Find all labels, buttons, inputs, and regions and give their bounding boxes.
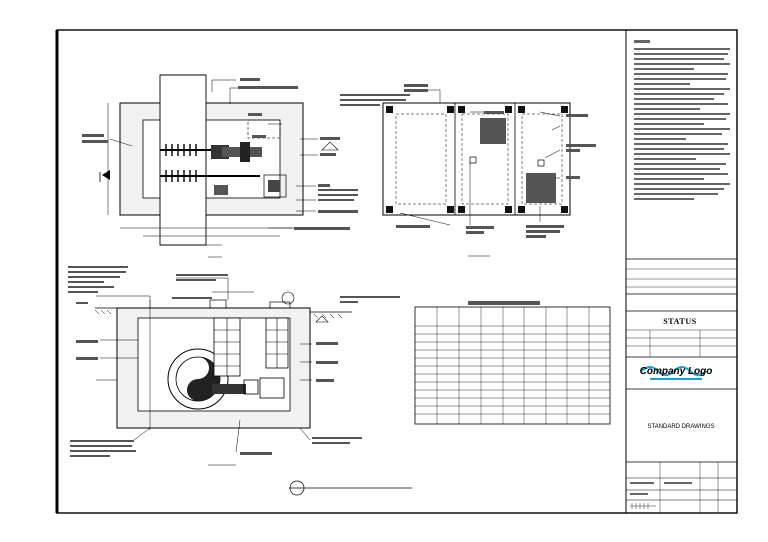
logo-text: Company Logo — [640, 366, 713, 377]
status-label: STATUS — [663, 317, 697, 326]
plan-view — [82, 74, 358, 258]
company-logo: Company Logo — [640, 366, 713, 380]
dimension-table-title-bar — [468, 301, 540, 305]
title-block: STATUS Company Logo STANDARD DRAWINGS — [625, 30, 737, 513]
drawing-title: STANDARD DRAWINGS — [647, 424, 714, 430]
logo-underline — [641, 366, 707, 376]
cover-slab-plan — [340, 84, 596, 257]
level-marker-icon — [315, 315, 329, 323]
north-arrow-icon — [102, 170, 110, 180]
sheet-border — [56, 29, 738, 514]
section-view — [68, 266, 412, 496]
dimension-table — [414, 301, 611, 425]
pipe-vertical — [159, 74, 207, 246]
